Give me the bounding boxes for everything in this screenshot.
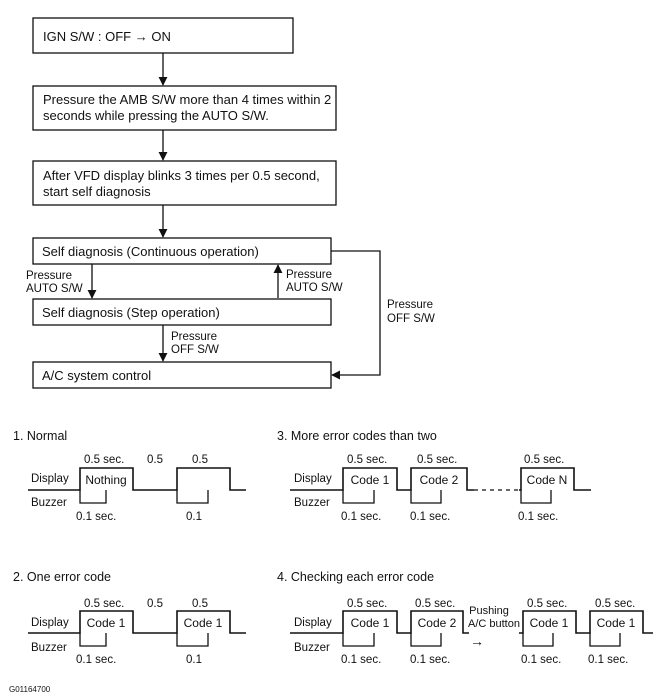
more-errors-pulse2-label: Code 2 [420, 473, 459, 487]
more-errors-buzz1-duration: 0.1 sec. [341, 511, 381, 523]
checking-buzz3 [522, 633, 554, 647]
label-off-mid-2: OFF S/W [171, 344, 219, 356]
timing-more-errors: 3. More error codes than two 0.5 sec. 0.… [277, 429, 591, 523]
more-errors-pulse3-label: Code N [527, 473, 568, 487]
more-errors-pulse1-duration: 0.5 sec. [347, 454, 387, 466]
more-errors-buzz1 [342, 490, 375, 504]
normal-title: 1. Normal [13, 429, 67, 443]
more-errors-pulse1-label: Code 1 [351, 473, 390, 487]
timing-one-error: 2. One error code 0.5 sec. 0.5 0.5 Displ… [13, 570, 246, 666]
normal-pulse2-duration: 0.5 [192, 454, 208, 466]
label-off-right-2: OFF S/W [387, 313, 435, 325]
checking-pulse2-label: Code 2 [418, 616, 457, 630]
normal-gap-duration: 0.5 [147, 454, 163, 466]
normal-buzz2-duration: 0.1 [186, 511, 202, 523]
step-vfd-text-1: After VFD display blinks 3 times per 0.5… [43, 168, 320, 183]
label-auto-down-2: AUTO S/W [26, 283, 83, 295]
normal-pulse1-duration: 0.5 sec. [84, 454, 124, 466]
more-errors-buzzer-label: Buzzer [294, 497, 330, 509]
more-errors-display-label: Display [294, 473, 332, 485]
timing-checking: 4. Checking each error code 0.5 sec. 0.5… [277, 570, 653, 666]
one-error-buzz2-duration: 0.1 [186, 654, 202, 666]
more-errors-display-signal-a [290, 467, 474, 491]
checking-buzz1 [342, 633, 375, 647]
one-error-title: 2. One error code [13, 570, 111, 584]
label-off-mid-1: Pressure [171, 331, 217, 343]
checking-pulse3-label: Code 1 [530, 616, 569, 630]
checking-push-arrow: → [470, 633, 484, 649]
step-vfd-text-2: start self diagnosis [43, 184, 151, 199]
checking-pulse4-label: Code 1 [597, 616, 636, 630]
step-amb-text-1: Pressure the AMB S/W more than 4 times w… [43, 92, 331, 107]
checking-buzz2 [410, 633, 442, 647]
more-errors-buzz3 [520, 490, 552, 504]
checking-buzz3-duration: 0.1 sec. [521, 654, 561, 666]
checking-pulse1-duration: 0.5 sec. [347, 598, 387, 610]
label-auto-down-1: Pressure [26, 270, 72, 282]
one-error-buzz1 [79, 633, 107, 647]
label-off-right-1: Pressure [387, 299, 433, 311]
more-errors-pulse3-duration: 0.5 sec. [524, 454, 564, 466]
step-ign-box [32, 17, 294, 54]
checking-display-signal-a [290, 610, 469, 634]
step-amb-text-2: seconds while pressing the AUTO S/W. [43, 108, 269, 123]
normal-buzz1 [79, 490, 107, 504]
more-errors-title: 3. More error codes than two [277, 429, 437, 443]
normal-display-label: Display [31, 473, 69, 485]
one-error-pulse2-label: Code 1 [184, 616, 223, 630]
ac-control-box [32, 361, 332, 389]
checking-buzz4 [589, 633, 621, 647]
checking-pulse1-label: Code 1 [351, 616, 390, 630]
checking-display-label: Display [294, 617, 332, 629]
label-auto-up-2: AUTO S/W [286, 282, 343, 294]
one-error-pulse1-duration: 0.5 sec. [84, 598, 124, 610]
checking-buzzer-label: Buzzer [294, 642, 330, 654]
checking-buzz2-duration: 0.1 sec. [410, 654, 450, 666]
normal-buzz1-duration: 0.1 sec. [76, 511, 116, 523]
arrow-off-loop [331, 250, 381, 380]
checking-push-label-1: Pushing [469, 605, 509, 617]
checking-pulse3-duration: 0.5 sec. [527, 598, 567, 610]
checking-buzz4-duration: 0.1 sec. [588, 654, 628, 666]
one-error-buzz1-duration: 0.1 sec. [76, 654, 116, 666]
step-op-box [32, 298, 332, 326]
one-error-display-label: Display [31, 617, 69, 629]
checking-buzz1-duration: 0.1 sec. [341, 654, 381, 666]
step-amb-box [32, 85, 337, 131]
checking-title: 4. Checking each error code [277, 570, 434, 584]
one-error-buzz2 [176, 633, 209, 647]
label-auto-up-1: Pressure [286, 269, 332, 281]
timing-normal: 1. Normal 0.5 sec. 0.5 0.5 Display Buzze… [13, 429, 246, 523]
more-errors-buzz2-duration: 0.1 sec. [410, 511, 450, 523]
ac-control-text: A/C system control [42, 368, 151, 383]
checking-pulse2-duration: 0.5 sec. [415, 598, 455, 610]
one-error-gap-duration: 0.5 [147, 598, 163, 610]
more-errors-buzz2 [410, 490, 442, 504]
figure-code: G01164700 [9, 685, 51, 694]
more-errors-pulse2-duration: 0.5 sec. [417, 454, 457, 466]
normal-pulse1-label: Nothing [85, 473, 126, 487]
step-vfd-box [32, 160, 337, 206]
one-error-pulse2-duration: 0.5 [192, 598, 208, 610]
checking-push-label-2: A/C button [468, 618, 520, 630]
step-ign-text: IGN S/W : OFF → ON [43, 29, 171, 44]
one-error-buzzer-label: Buzzer [31, 642, 67, 654]
more-errors-buzz3-duration: 0.1 sec. [518, 511, 558, 523]
normal-buzzer-label: Buzzer [31, 497, 67, 509]
continuous-text: Self diagnosis (Continuous operation) [42, 244, 259, 259]
continuous-box [32, 237, 332, 265]
one-error-pulse1-label: Code 1 [87, 616, 126, 630]
step-op-text: Self diagnosis (Step operation) [42, 305, 220, 320]
checking-pulse4-duration: 0.5 sec. [595, 598, 635, 610]
one-error-display-signal [28, 610, 246, 634]
normal-display-signal [28, 467, 246, 491]
normal-buzz2 [176, 490, 209, 504]
checking-display-signal-b [519, 610, 653, 634]
